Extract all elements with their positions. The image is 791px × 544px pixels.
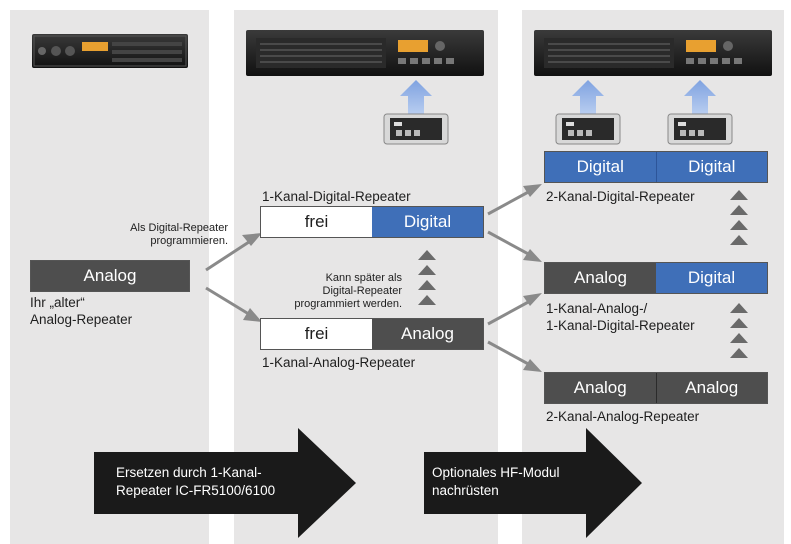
cell-digital: Digital <box>655 152 767 182</box>
arrow-upgrade-line1: Optionales HF-Modul <box>432 465 560 480</box>
rack-unit-single <box>246 30 484 76</box>
cell-analog: Analog <box>31 261 189 291</box>
cell-digital: Digital <box>372 207 483 237</box>
connector-arrowhead <box>523 359 542 372</box>
signal-glow <box>400 80 432 114</box>
arrow-upgrade-line2: nachrüsten <box>432 483 499 498</box>
box-ch1-analog: frei Analog <box>260 318 484 350</box>
cell-frei: frei <box>261 207 372 237</box>
hf-module-device <box>555 113 621 145</box>
label-old-line1: Ihr „alter“ <box>30 295 85 310</box>
cell-analog: Analog <box>655 373 767 403</box>
label-ch1-analog: 1-Kanal-Analog-Repeater <box>262 355 416 370</box>
connector-arrowhead <box>242 233 262 246</box>
hf-module-device <box>667 113 733 145</box>
signal-glow <box>684 80 716 114</box>
connector-arrowhead <box>523 184 542 197</box>
arrow-replace-line1: Ersetzen durch 1-Kanal- <box>116 465 262 480</box>
label-mixed-line2: 1-Kanal-Digital-Repeater <box>546 318 695 333</box>
up-arrow-icon <box>418 280 436 290</box>
up-arrow-icon <box>730 190 748 200</box>
up-arrow-icon <box>730 318 748 328</box>
note-later-line1: Kann später als <box>325 272 402 284</box>
box-mixed: Analog Digital <box>544 262 768 294</box>
cell-digital: Digital <box>656 263 767 293</box>
rack-unit-dual <box>534 30 772 76</box>
box-ch2-analog: Analog Analog <box>544 372 768 404</box>
up-arrow-icon <box>730 333 748 343</box>
signal-glow <box>572 80 604 114</box>
up-arrow-icon <box>418 295 436 305</box>
label-ch1-digital: 1-Kanal-Digital-Repeater <box>262 189 411 204</box>
note-later-line3: programmiert werden. <box>294 298 402 310</box>
big-arrow-upgrade <box>424 428 642 538</box>
up-arrow-icon <box>730 303 748 313</box>
connector-arrowhead <box>523 293 542 306</box>
up-arrow-icon <box>418 265 436 275</box>
label-ch2-analog: 2-Kanal-Analog-Repeater <box>546 409 700 424</box>
box-ch1-digital: frei Digital <box>260 206 484 238</box>
cell-frei: frei <box>261 319 372 349</box>
cell-analog: Analog <box>545 263 656 293</box>
label-ch2-digital: 2-Kanal-Digital-Repeater <box>546 189 695 204</box>
label-mixed-line1: 1-Kanal-Analog-/ <box>546 301 648 316</box>
up-arrow-icon <box>730 348 748 358</box>
connector-arrowhead <box>243 308 262 322</box>
cell-analog: Analog <box>372 319 483 349</box>
hf-module-device <box>383 113 449 145</box>
box-ch2-digital: Digital Digital <box>544 151 768 183</box>
up-arrow-icon <box>730 235 748 245</box>
box-old-analog: Analog <box>30 260 190 292</box>
cell-digital: Digital <box>545 152 656 182</box>
big-arrow-replace <box>94 428 356 538</box>
up-arrow-icon <box>418 250 436 260</box>
note-program-line1: Als Digital-Repeater <box>130 222 228 234</box>
up-arrow-icon <box>730 205 748 215</box>
up-arrow-icon <box>730 220 748 230</box>
note-program-line2: programmieren. <box>150 235 228 247</box>
label-old-line2: Analog-Repeater <box>30 312 133 327</box>
note-later-line2: Digital-Repeater <box>322 285 402 297</box>
cell-analog: Analog <box>545 373 656 403</box>
old-repeater-device <box>32 34 188 68</box>
arrow-replace-line2: Repeater IC-FR5100/6100 <box>116 483 276 498</box>
connector-arrowhead <box>523 249 542 262</box>
